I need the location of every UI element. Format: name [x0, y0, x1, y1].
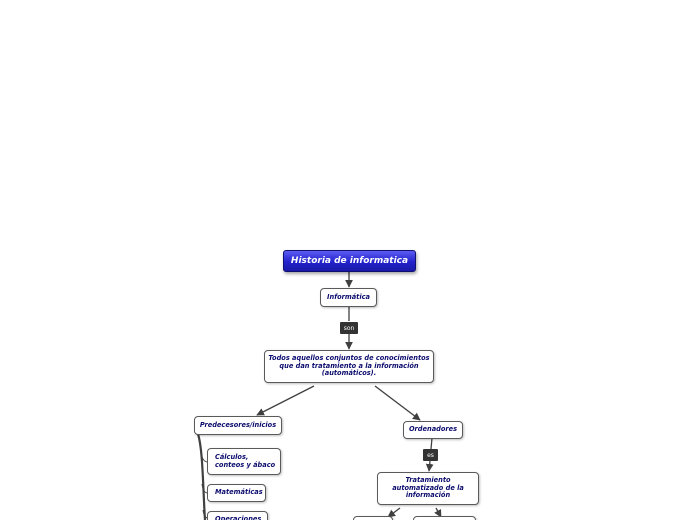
root-node[interactable]: Historia de informatica — [283, 250, 416, 272]
connector-definition-predecesores — [256, 385, 315, 416]
predecesores-node[interactable]: Predecesores/inicios — [194, 416, 282, 435]
connector-ordenadores-es — [430, 437, 433, 450]
calculos-node[interactable]: Cálculos, conteos y ábaco — [207, 448, 281, 475]
connector-branch-matematicas — [201, 483, 208, 494]
tratamiento-child-right-node[interactable] — [413, 516, 476, 520]
link-label-son[interactable]: son — [340, 322, 358, 334]
tratamiento-node[interactable]: Tratamiento automatizado de la informaci… — [377, 472, 479, 505]
link-label-es[interactable]: es — [423, 449, 438, 461]
informatica-node[interactable]: Informática — [320, 288, 377, 307]
connector-es-tratamiento — [425, 460, 434, 472]
connector-branch-calculos — [200, 451, 208, 463]
connector-definition-ordenadores — [374, 385, 421, 421]
connector-tratamiento-child-right — [434, 507, 442, 518]
matematicas-node[interactable]: Matemáticas — [207, 484, 266, 502]
connector-branch-operaciones — [202, 509, 208, 519]
definition-node[interactable]: Todos aquellos conjuntos de conocimiento… — [264, 350, 434, 383]
tratamiento-child-left-node[interactable] — [353, 516, 393, 520]
operaciones-node[interactable]: Operaciones — [207, 511, 268, 520]
connector-tratamiento-child-left — [387, 507, 401, 518]
connector-predecesores-trunk — [196, 433, 207, 520]
ordenadores-node[interactable]: Ordenadores — [403, 421, 463, 439]
